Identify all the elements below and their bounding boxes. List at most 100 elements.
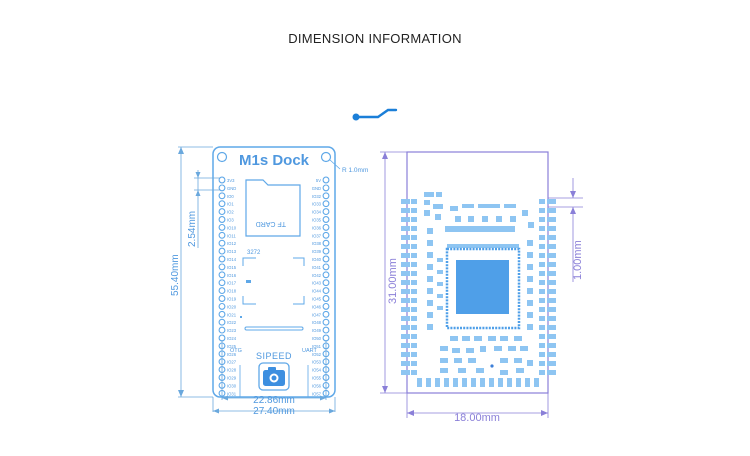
pin-hole-icon (218, 302, 226, 310)
pad (514, 358, 522, 363)
pad (401, 226, 410, 231)
pin-label: IO29 (227, 376, 237, 381)
pin-hole-icon (218, 318, 226, 326)
camera-icon (258, 362, 290, 391)
pad (547, 217, 556, 222)
pad (547, 226, 556, 231)
pad (401, 361, 410, 366)
pad (527, 240, 533, 246)
pin-hole-icon (322, 239, 330, 247)
module-height-label: 31.00mm (387, 258, 399, 304)
pad (401, 316, 410, 321)
pad (504, 204, 516, 208)
pin-hole-icon (218, 231, 226, 239)
pad (474, 336, 482, 341)
outer-width-label: 27.40mm (253, 406, 295, 417)
pin-hole-icon (322, 200, 330, 208)
pad (466, 348, 474, 353)
pad (401, 325, 410, 330)
pad (498, 378, 503, 387)
pad (547, 316, 556, 321)
pad (427, 312, 433, 318)
pin-hole-icon (218, 208, 226, 216)
pad (411, 271, 417, 276)
pad (401, 208, 410, 213)
pad (539, 253, 545, 258)
pin-label: IO35 (312, 218, 322, 223)
pad (539, 262, 545, 267)
pad (514, 336, 522, 341)
pad (401, 271, 410, 276)
pin-label: IO32 (312, 194, 322, 199)
pad (411, 262, 417, 267)
wave-divider-icon (352, 108, 398, 121)
pad (401, 343, 410, 348)
pad (539, 280, 545, 285)
pad (411, 208, 417, 213)
pad (547, 298, 556, 303)
pin-label: IO30 (227, 383, 237, 388)
pad (411, 280, 417, 285)
pad (547, 262, 556, 267)
pad (401, 334, 410, 339)
pad (525, 378, 530, 387)
pad (435, 214, 441, 220)
pin-hole-icon (322, 223, 330, 231)
pin-label: IO40 (312, 257, 322, 262)
pad (488, 336, 496, 341)
pin-label: IO33 (312, 202, 322, 207)
pad (539, 226, 545, 231)
pin-hole-icon (218, 192, 226, 200)
pin-label: IO38 (312, 241, 322, 246)
mount-hole-icon (216, 151, 228, 163)
pin-label: IO12 (227, 241, 237, 246)
pad (435, 378, 440, 387)
pad (411, 289, 417, 294)
pad (500, 336, 508, 341)
pad (401, 244, 410, 249)
pad (424, 200, 430, 205)
pad (450, 336, 458, 341)
pad (522, 210, 528, 216)
pin-label: IO20 (227, 304, 237, 309)
pin-label: GND (227, 186, 236, 191)
pin-label: IO49 (312, 328, 322, 333)
pad (547, 307, 556, 312)
pad (508, 346, 516, 351)
module-dimensions (380, 151, 583, 418)
pad (440, 368, 448, 373)
pad (478, 204, 500, 208)
pin-label: IO11 (227, 233, 236, 238)
pin-hole-icon (322, 247, 330, 255)
pad (401, 307, 410, 312)
pin-label: IO57 (312, 391, 322, 396)
board-height-label: 55.40mm (170, 254, 181, 296)
pad (427, 324, 433, 330)
pin-label: IO56 (312, 383, 322, 388)
pad (539, 334, 545, 339)
pin-label: IO3 (227, 218, 234, 223)
pin-label: IO28 (227, 368, 237, 373)
pin-label: IO41 (312, 265, 322, 270)
pin-hole-icon (218, 223, 226, 231)
pin-label: IO13 (227, 249, 237, 254)
pin-hole-icon (322, 271, 330, 279)
pin-hole-icon (322, 231, 330, 239)
pad (450, 206, 458, 211)
pin-hole-icon (218, 255, 226, 263)
pin-label: IO46 (312, 304, 322, 309)
pad (455, 216, 461, 222)
pad (401, 289, 410, 294)
pin-label: IO48 (312, 320, 322, 325)
pad (433, 204, 443, 209)
pin-label: IO54 (312, 368, 322, 373)
corner-radius-label: R 1.0mm (342, 167, 368, 174)
pad (427, 228, 433, 234)
pad (411, 298, 417, 303)
pad (539, 325, 545, 330)
pad (539, 208, 545, 213)
pin-hole-icon (322, 302, 330, 310)
pad (401, 280, 410, 285)
pad (496, 216, 502, 222)
pin-label: IO1 (227, 202, 234, 207)
